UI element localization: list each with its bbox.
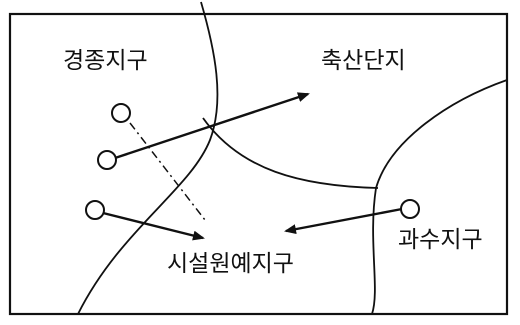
dashed-connector-line	[129, 122, 206, 221]
boundary-curve-left	[77, 1, 219, 315]
boundary-curve-right	[371, 79, 508, 315]
label-orchard-zone: 과수지구	[398, 227, 483, 253]
node-circle-middle	[97, 150, 117, 170]
label-field-crops-zone: 경종지구	[63, 48, 148, 74]
label-livestock-complex: 축산단지	[321, 48, 406, 74]
diagram-frame	[8, 12, 509, 316]
node-circle-upper	[111, 103, 131, 123]
node-circle-lower	[85, 200, 105, 220]
arrow-from-orchard	[284, 207, 403, 235]
node-circle-orchard	[400, 199, 420, 219]
arrow-to-greenhouse	[102, 211, 205, 241]
arrow-to-livestock	[114, 92, 310, 160]
boundary-curve-middle	[202, 117, 379, 189]
label-greenhouse-zone: 시설원예지구	[167, 251, 294, 277]
